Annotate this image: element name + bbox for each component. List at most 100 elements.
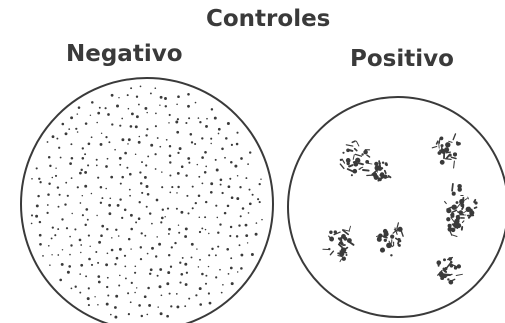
dispersed-particle	[95, 251, 98, 253]
dispersed-particle	[207, 265, 210, 268]
dispersed-particle	[84, 223, 87, 227]
dispersed-particle	[167, 232, 170, 235]
dispersed-particle	[126, 166, 129, 169]
dispersed-particle	[226, 122, 230, 125]
dispersed-particle	[217, 132, 220, 135]
dispersed-particle	[187, 157, 191, 160]
dispersed-particle	[149, 268, 153, 272]
dispersed-particle	[187, 104, 190, 108]
dispersed-particle	[204, 150, 207, 154]
dispersed-particle	[217, 127, 221, 131]
dispersed-particle	[30, 222, 33, 225]
dispersed-particle	[105, 187, 107, 190]
dispersed-particle	[79, 291, 82, 294]
dispersed-particle	[109, 197, 112, 200]
dispersed-particle	[176, 103, 178, 106]
dispersed-particle	[143, 175, 147, 179]
dispersed-particle	[230, 282, 234, 286]
dispersed-particle	[51, 226, 54, 229]
dispersed-particle	[176, 118, 180, 121]
dispersed-particle	[254, 232, 258, 236]
dispersed-particle	[177, 185, 180, 189]
dispersed-particle	[49, 264, 51, 266]
dispersed-particle	[164, 216, 166, 218]
dispersed-particle	[119, 198, 122, 201]
dispersed-particle	[155, 255, 158, 258]
dispersed-particle	[85, 275, 88, 278]
dispersed-particle	[240, 157, 243, 160]
negative-control-label: Negativo	[66, 41, 183, 67]
dispersed-particle	[50, 237, 53, 240]
dispersed-particle	[96, 121, 99, 124]
dispersed-particle	[84, 122, 88, 125]
dispersed-particle	[89, 114, 92, 117]
dispersed-particle	[35, 204, 39, 208]
dispersed-particle	[130, 248, 132, 250]
dispersed-particle	[198, 216, 201, 218]
dispersed-particle	[79, 273, 82, 275]
dispersed-particle	[205, 124, 208, 128]
dispersed-particle	[38, 220, 42, 224]
dispersed-particle	[168, 113, 171, 117]
dispersed-particle	[46, 211, 49, 215]
dispersed-particle	[229, 266, 233, 270]
dispersed-particle	[87, 234, 90, 237]
dispersed-particle	[201, 156, 204, 159]
dispersed-particle	[185, 174, 188, 177]
dispersed-particle	[201, 227, 204, 230]
dispersed-particle	[81, 157, 85, 160]
dispersed-particle	[214, 158, 217, 161]
dispersed-particle	[127, 107, 130, 110]
dispersed-particle	[188, 161, 191, 164]
dispersed-particle	[121, 138, 125, 142]
dispersed-particle	[206, 117, 208, 120]
dispersed-particle	[119, 124, 122, 127]
dispersed-particle	[89, 245, 91, 248]
dispersed-particle	[159, 312, 163, 316]
dispersed-particle	[70, 156, 74, 160]
dispersed-particle	[124, 277, 127, 280]
dispersed-particle	[215, 276, 218, 279]
dispersed-particle	[184, 262, 188, 266]
dispersed-particle	[118, 96, 120, 99]
dispersed-particle	[141, 191, 144, 194]
dispersed-particle	[176, 192, 178, 194]
positive-dish-outline	[287, 96, 505, 318]
dispersed-particle	[216, 216, 219, 219]
dispersed-particle	[148, 272, 152, 276]
dispersed-particle	[111, 237, 113, 239]
dispersed-particle	[31, 178, 33, 180]
dispersed-particle	[97, 275, 101, 278]
dispersed-particle	[168, 154, 172, 158]
dispersed-particle	[35, 214, 39, 218]
dispersed-particle	[221, 147, 224, 151]
dispersed-particle	[61, 249, 64, 251]
dispersed-particle	[127, 292, 130, 295]
dispersed-particle	[160, 216, 164, 220]
dispersed-particle	[247, 163, 249, 165]
agglutination-cluster	[446, 213, 465, 237]
dispersed-particle	[159, 268, 163, 271]
dispersed-particle	[221, 191, 224, 195]
dispersed-particle	[220, 291, 223, 294]
dispersed-particle	[87, 287, 90, 290]
dispersed-particle	[129, 194, 131, 197]
dispersed-particle	[157, 306, 159, 308]
dispersed-particle	[130, 112, 134, 116]
dispersed-particle	[144, 106, 148, 110]
dispersed-particle	[76, 186, 79, 189]
dispersed-particle	[57, 228, 60, 231]
dispersed-particle	[54, 174, 58, 177]
dispersed-particle	[70, 116, 74, 120]
dispersed-particle	[146, 193, 150, 196]
dispersed-particle	[147, 155, 150, 158]
dispersed-particle	[201, 182, 204, 185]
dispersed-particle	[106, 276, 109, 279]
dispersed-particle	[177, 224, 180, 226]
dispersed-particle	[130, 87, 133, 90]
dispersed-particle	[87, 304, 90, 307]
dispersed-particle	[30, 214, 34, 217]
dispersed-particle	[239, 186, 242, 189]
dispersed-particle	[61, 218, 64, 221]
dispersed-particle	[146, 252, 149, 255]
